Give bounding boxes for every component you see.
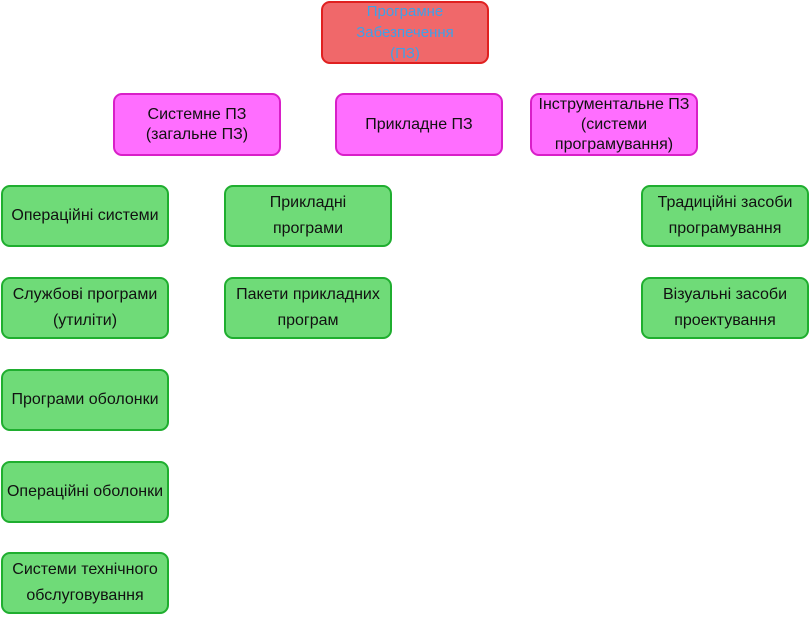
system-item-operating-shells: Операційні оболонки (1, 461, 169, 523)
category-tool-software: Інструментальне ПЗ (системи програмуванн… (530, 93, 698, 156)
category-application-software: Прикладне ПЗ (335, 93, 503, 156)
application-item-packages: Пакети прикладних програм (224, 277, 392, 339)
root-node-software: Програмне Забезпечення (ПЗ) (321, 1, 489, 64)
application-item-programs: Прикладні програми (224, 185, 392, 247)
category-system-software: Системне ПЗ (загальне ПЗ) (113, 93, 281, 156)
system-item-utilities: Службові програми (утиліти) (1, 277, 169, 339)
system-item-shell-programs: Програми оболонки (1, 369, 169, 431)
tool-item-visual-design-tools: Візуальні засоби проектування (641, 277, 809, 339)
system-item-operating-systems: Операційні системи (1, 185, 169, 247)
system-item-maintenance-systems: Системи технічного обслуговування (1, 552, 169, 614)
tool-item-traditional-tools: Традиційні засоби програмування (641, 185, 809, 247)
